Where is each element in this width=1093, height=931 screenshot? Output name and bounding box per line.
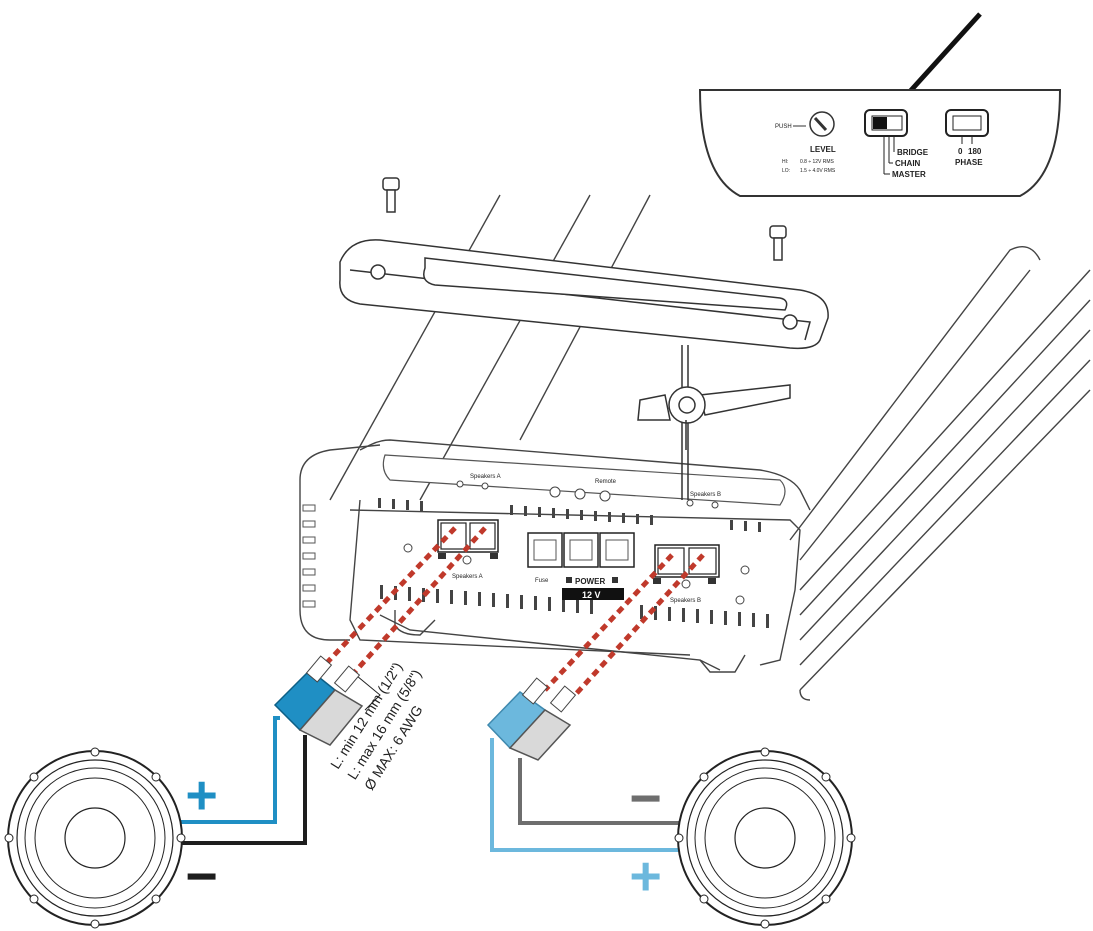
connector-path-a-minus	[350, 526, 487, 677]
wire-left-positive	[178, 716, 280, 824]
control-panel-inset: PUSH LEVEL HI: 0.8 ÷ 12V RMS LO: 1.5 ÷ 4…	[698, 89, 1062, 197]
front-vent-slots	[378, 498, 769, 628]
wire-length-bracket	[356, 675, 381, 711]
wire-right-negative	[518, 758, 680, 825]
phase-label: PHASE	[955, 158, 983, 167]
phase-180-label: 180	[968, 147, 982, 156]
speaker-left-icon	[4, 747, 186, 929]
speakers-b-top-label: Speakers B	[690, 492, 721, 498]
left-wire-plugs	[273, 655, 364, 746]
master-label: MASTER	[892, 170, 926, 179]
hi-range: 0.8 ÷ 12V RMS	[800, 159, 835, 165]
speakers-b-terminal-label: Speakers B	[670, 598, 701, 604]
minus-sign-left: −	[186, 846, 217, 906]
fuse-label: Fuse	[535, 578, 549, 584]
level-knob[interactable]	[809, 111, 835, 137]
speaker-a-terminal	[437, 519, 499, 565]
power-terminal	[527, 532, 635, 600]
hi-label: HI:	[782, 159, 788, 165]
voltage-label: 12 V	[582, 590, 601, 600]
chain-label: CHAIN	[895, 159, 921, 168]
remote-label: Remote	[595, 479, 617, 485]
plus-sign-right: +	[630, 846, 661, 906]
amplifier-top-panel: Speakers A Remote Speakers B	[382, 454, 786, 509]
screw-right-icon	[769, 225, 787, 261]
power-label: POWER	[575, 577, 605, 586]
front-screw-hole	[403, 543, 413, 553]
speakers-a-terminal-label: Speakers A	[452, 574, 483, 580]
wires	[178, 716, 680, 852]
minus-sign-right: −	[630, 768, 661, 828]
mode-switch[interactable]	[864, 109, 908, 137]
wire-right-positive	[490, 738, 680, 852]
screw-left-icon	[382, 177, 400, 213]
right-wire-plugs	[486, 677, 577, 761]
connector-path-b-plus	[543, 553, 674, 692]
speaker-right-icon	[674, 747, 856, 929]
front-screw-hole	[735, 595, 745, 605]
amplifier-body	[299, 194, 1091, 701]
front-screw-hole	[740, 565, 750, 575]
plus-sign-left: +	[186, 765, 217, 825]
push-label: PUSH	[775, 124, 792, 130]
wire-left-negative	[178, 735, 307, 845]
left-vent-fins	[302, 504, 316, 608]
connector-paths	[318, 526, 705, 697]
lo-range: 1.5 ÷ 4.0V RMS	[800, 168, 836, 174]
speaker-b-terminal	[653, 544, 720, 589]
lo-label: LO:	[782, 168, 790, 174]
adjustment-tool-icon	[637, 345, 791, 500]
bridge-label: BRIDGE	[897, 148, 929, 157]
connector-path-b-minus	[573, 553, 705, 697]
speakers-a-top-label: Speakers A	[470, 474, 501, 480]
phase-zero-label: 0	[958, 147, 963, 156]
level-label: LEVEL	[810, 145, 836, 154]
connector-path-a-plus	[318, 526, 457, 672]
phase-switch[interactable]	[945, 109, 989, 137]
mounting-bracket	[339, 239, 829, 350]
